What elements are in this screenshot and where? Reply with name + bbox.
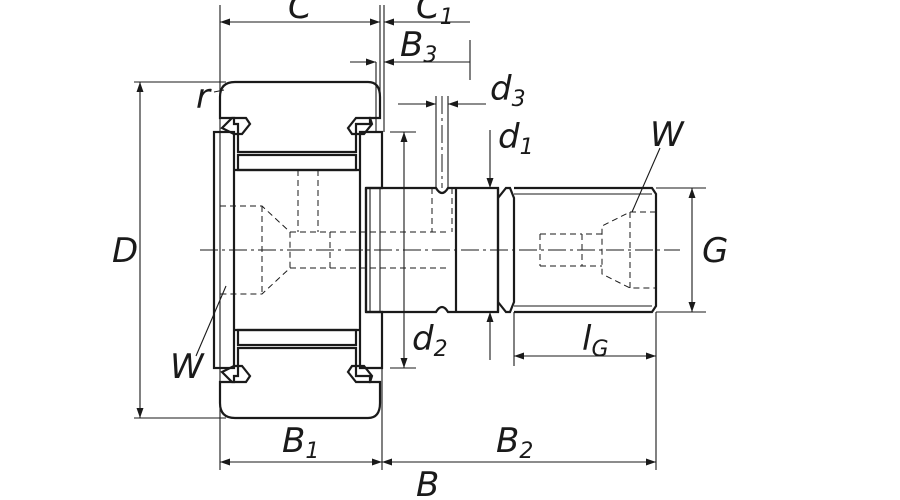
needle-roller-top [236,153,358,172]
label-d3: d3 [490,69,526,112]
needle-roller-bottom [236,328,358,347]
label-B: B [416,465,439,500]
outer-ring-bottom [218,346,382,420]
leader-W-right [631,147,661,213]
leader-W-left [195,285,227,357]
label-B1: B1 [282,421,319,464]
label-W-left: W [170,347,205,387]
label-C1: C1 [416,0,454,30]
label-B3: B3 [400,25,437,68]
label-r: r [196,77,212,117]
label-d2: d2 [412,319,448,362]
label-B2: B2 [496,421,533,464]
seal-top-right [346,116,374,136]
hidden-lube-hole [297,170,453,232]
label-lG: lG [582,319,609,362]
seal-bottom-right [346,364,374,384]
label-D: D [112,231,138,271]
label-G: G [702,231,728,271]
label-C: C [288,0,312,27]
outer-ring-top [218,80,382,154]
hidden-socket-right [539,211,656,289]
label-d1: d1 [498,117,534,160]
leader-r [213,89,225,93]
label-W-right: W [650,115,685,155]
extension-lines [134,5,706,470]
